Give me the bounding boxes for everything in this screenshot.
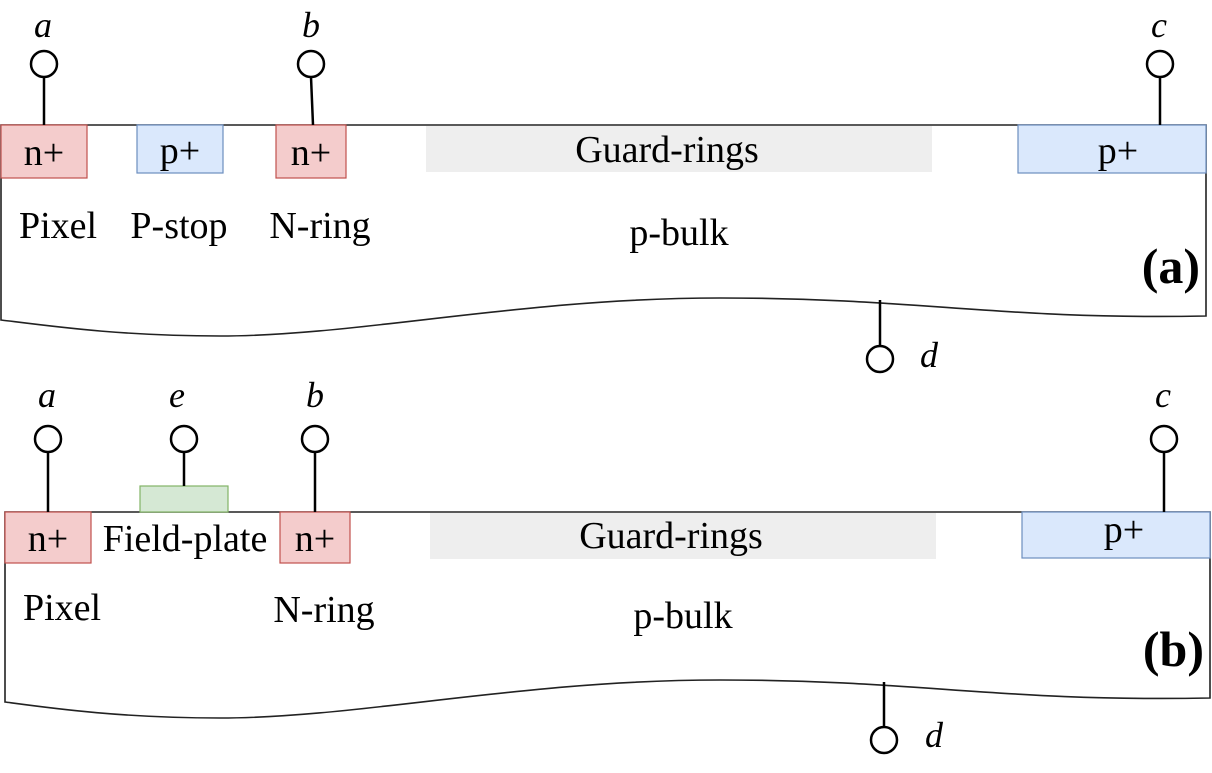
panel-a-pstop-implant	[136, 124, 224, 174]
panel-b-terminal-d-pad	[869, 725, 899, 755]
panel-b-field-plate-metal	[139, 485, 229, 513]
panel-b-terminal-a-pad	[33, 424, 63, 454]
panel-b-label: (b)	[1143, 621, 1204, 677]
panel-b-terminal-c-label: c	[1155, 375, 1171, 415]
panel-b-terminal-e-pad	[169, 424, 199, 454]
panel-a-terminal-d-label: d	[920, 335, 939, 375]
panel-a-pstop-label: P-stop	[130, 205, 227, 247]
panel-b-guard-rings	[430, 513, 936, 559]
panel-b-backside-doping: p+	[1104, 509, 1144, 551]
panel-b: n+ Field-plate n+ Guard-rings p+ Pixel N…	[4, 375, 1211, 755]
panel-b-guard-rings-label: Guard-rings	[579, 515, 763, 557]
panel-b-pixel-doping: n+	[28, 518, 68, 560]
panel-a: n+ p+ n+ Guard-rings p+ Pixel P-stop N-r…	[0, 5, 1207, 375]
panel-a-pstop-doping: p+	[160, 130, 200, 172]
panel-a-guard-rings	[426, 126, 932, 172]
panel-a-backside-implant	[1017, 124, 1207, 174]
panel-b-backside-implant	[1021, 511, 1211, 559]
panel-a-bulk-outline	[0, 124, 1207, 337]
panel-b-terminal-b-label: b	[306, 375, 324, 415]
panel-b-bulk-label: p-bulk	[633, 595, 732, 637]
panel-b-terminal-c-pad	[1149, 424, 1179, 454]
panel-a-pixel-doping: n+	[24, 132, 64, 174]
panel-b-terminal-e-label: e	[169, 375, 185, 415]
panel-b-field-plate-label: Field-plate	[103, 518, 268, 560]
panel-a-nring-implant	[275, 124, 347, 179]
panel-b-terminal-d-label: d	[925, 715, 944, 755]
panel-b-bulk-outline	[4, 511, 1211, 719]
panel-a-terminal-b-pad	[296, 49, 326, 79]
panel-a-nring-doping: n+	[291, 132, 331, 174]
panel-a-terminal-b-label: b	[302, 5, 320, 45]
panel-a-terminal-c-pad	[1145, 49, 1175, 79]
panel-a-label: (a)	[1142, 238, 1200, 294]
panel-b-terminal-a-label: a	[38, 375, 56, 415]
panel-b-pixel-label: Pixel	[23, 587, 101, 629]
panel-a-terminal-d-pad	[865, 344, 895, 374]
panel-b-pixel-implant	[4, 511, 92, 564]
panel-a-terminal-c-label: c	[1151, 5, 1167, 45]
panel-a-pixel-label: Pixel	[19, 205, 97, 247]
panel-a-bulk-label: p-bulk	[629, 212, 728, 254]
panel-b-terminal-b-pad	[300, 424, 330, 454]
panel-b-nring-label: N-ring	[273, 589, 374, 631]
panel-a-backside-doping: p+	[1098, 130, 1138, 172]
panel-b-nring-doping: n+	[295, 518, 335, 560]
panel-a-guard-rings-label: Guard-rings	[575, 129, 759, 171]
panel-a-terminal-b-wire	[309, 76, 315, 126]
panel-a-pixel-implant	[0, 124, 88, 179]
panel-a-nring-label: N-ring	[269, 205, 370, 247]
panel-a-terminal-a-label: a	[34, 5, 52, 45]
panel-a-terminal-a-pad	[29, 49, 59, 79]
